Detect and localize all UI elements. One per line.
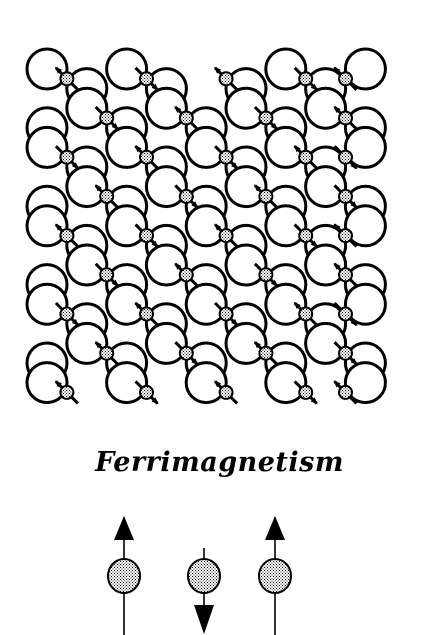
arrow-up-icon xyxy=(265,516,285,540)
arrow-up-icon xyxy=(114,516,134,540)
spin-down-atom xyxy=(188,548,220,634)
arrow-down-icon xyxy=(194,605,214,634)
spin-up-atom xyxy=(259,516,291,635)
spin-up-atom xyxy=(108,516,140,635)
diagram-title: Ferrimagnetism xyxy=(0,447,439,478)
crystal-lattice xyxy=(27,49,385,404)
spin-legend xyxy=(108,516,291,635)
